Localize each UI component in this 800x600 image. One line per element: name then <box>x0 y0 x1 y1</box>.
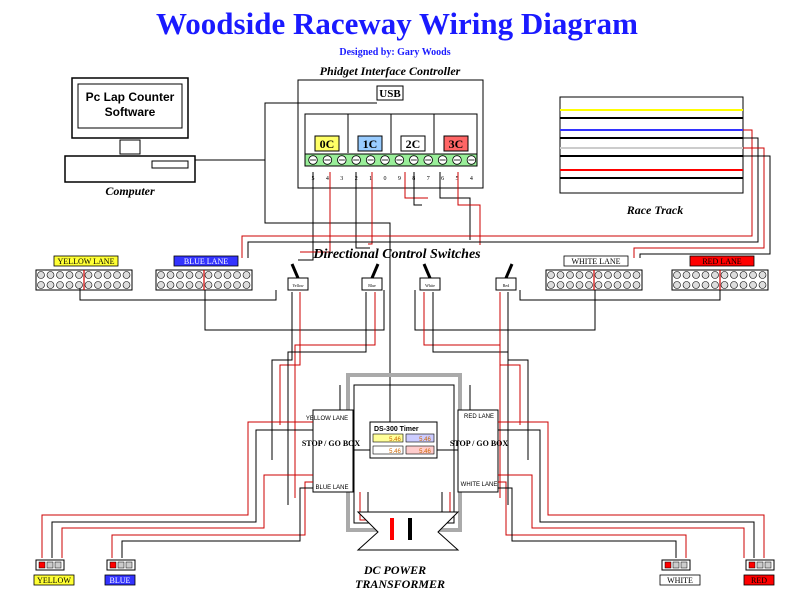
timer-readout-1: 5.46 <box>389 437 401 443</box>
controller-terminal-screws <box>308 155 477 165</box>
channel-2c-box <box>400 135 426 152</box>
timer-readout-2-box <box>405 433 435 443</box>
pin-label: 4 <box>470 176 473 182</box>
stop-go-box-left <box>312 409 354 493</box>
pin-label: 9 <box>398 176 401 182</box>
switch-label: White <box>425 283 435 288</box>
lane-block-red-lane: RED LANE <box>671 255 769 291</box>
lane-block-label: WHITE LANE <box>571 257 620 266</box>
channel-1c-label: 1C <box>363 137 378 151</box>
controller-label: RED <box>751 576 767 585</box>
track-feed-wires <box>241 129 771 258</box>
stop-go-left-bottom-label: BLUE LANE <box>315 485 348 491</box>
switch-red: Red <box>495 263 517 291</box>
usb-label: USB <box>379 88 401 100</box>
stop-go-right-top-label: RED LANE <box>464 414 494 420</box>
usb-port <box>376 85 404 101</box>
lane-block-yellow-lane: YELLOW LANE <box>35 255 133 291</box>
switch-label: Yellow <box>292 283 303 288</box>
timer-readout-3: 5.46 <box>389 449 401 455</box>
race-track-lanes <box>560 109 743 179</box>
lane-block-label-box <box>689 255 755 267</box>
controller-red: RED <box>743 559 775 586</box>
controller-white: WHITE <box>659 559 701 586</box>
pin-label: 0 <box>384 176 387 182</box>
race-track-label: Race Track <box>626 203 684 217</box>
pin-label: 6 <box>441 176 444 182</box>
diagram-title: Woodside Raceway Wiring Diagram <box>156 6 638 41</box>
pin-label: 4 <box>326 176 329 182</box>
controller-label-box <box>659 574 701 586</box>
controller-terminal-strip <box>304 153 478 167</box>
lane-block-blue-lane: BLUE LANE <box>155 255 253 291</box>
controller-label: YELLOW <box>37 576 71 585</box>
timer-readout-3-box <box>372 445 404 455</box>
stop-go-right-bottom-label: WHITE LANE <box>461 482 498 488</box>
lane-block-label: YELLOW LANE <box>58 257 115 266</box>
timer-readout-1-box <box>372 433 404 443</box>
lane-block-label: RED LANE <box>702 257 741 266</box>
computer-monitor-neck <box>119 139 141 155</box>
pin-label: 5 <box>456 176 459 182</box>
switch-label: Blue <box>368 283 376 288</box>
computer-screen-text-line2: Software <box>105 105 156 119</box>
controller-label-box <box>33 574 75 586</box>
transformer-label-line1: DC POWER <box>363 563 426 577</box>
transformer-label-line2: TRANSFORMER <box>355 577 445 591</box>
switch-label: Red <box>503 283 509 288</box>
computer-screen-text-line1: Pc Lap Counter <box>86 90 175 104</box>
channel-1c-box <box>357 135 383 152</box>
hand-controllers: YELLOW BLUE WHITE RED <box>33 559 775 586</box>
stop-go-left-label: STOP / GO BOX <box>302 439 361 448</box>
channel-3c-box <box>443 135 469 152</box>
controller-label: WHITE <box>667 576 693 585</box>
lane-block-label-box <box>563 255 629 267</box>
lane-block-label-box <box>53 255 119 267</box>
pin-label: 1 <box>369 176 372 182</box>
timer-readout-2: 5.46 <box>419 437 431 443</box>
channel-0c-label: 0C <box>320 137 335 151</box>
controller-label-box <box>743 574 775 586</box>
lane-block-white-lane: WHITE LANE <box>545 255 643 291</box>
controller-wires <box>298 172 481 261</box>
controller-channels: 0C 1C 2C 3C <box>314 135 469 152</box>
stop-go-right-label: STOP / GO BOX <box>450 439 509 448</box>
lane-block-label-box <box>173 255 239 267</box>
computer-label: Computer <box>105 184 155 198</box>
computer-screen <box>77 83 183 129</box>
bottom-controller-wires <box>41 421 765 558</box>
channel-2c-label: 2C <box>406 137 421 151</box>
channel-3c-label: 3C <box>449 137 464 151</box>
middle-wires <box>79 288 721 505</box>
diagram-subtitle: Designed by: Gary Woods <box>339 47 450 58</box>
timer-readout-4-box <box>405 445 435 455</box>
lane-block-label: BLUE LANE <box>184 257 228 266</box>
controller-blue: BLUE <box>104 559 136 586</box>
switch-white: White <box>419 263 441 291</box>
controller-yellow: YELLOW <box>33 559 75 586</box>
pin-label: 7 <box>427 176 430 182</box>
channel-0c-box <box>314 135 340 152</box>
stop-go-box-right <box>457 409 499 493</box>
timer-readout-4: 5.46 <box>419 449 431 455</box>
timer-label: DS-300 Timer <box>374 426 419 433</box>
computer-usb-cable <box>195 102 377 161</box>
controller-label: Phidget Interface Controller <box>320 64 461 78</box>
stop-go-left-top-label: YELLOW LANE <box>306 416 348 422</box>
lane-terminal-blocks: YELLOW LANE BLUE LANE WHITE LANE RED LANE <box>35 255 769 291</box>
switches-label: Directional Control Switches <box>312 247 481 262</box>
switch-yellow: Yellow <box>287 263 309 291</box>
pin-label: 3 <box>340 176 343 182</box>
computer-tower <box>64 155 196 183</box>
switch-blue: Blue <box>361 263 383 291</box>
directional-switches: Yellow Blue White Red <box>287 263 517 291</box>
controller-label-box <box>104 574 136 586</box>
controller-label: BLUE <box>110 576 131 585</box>
computer-drive-slot <box>151 160 189 169</box>
